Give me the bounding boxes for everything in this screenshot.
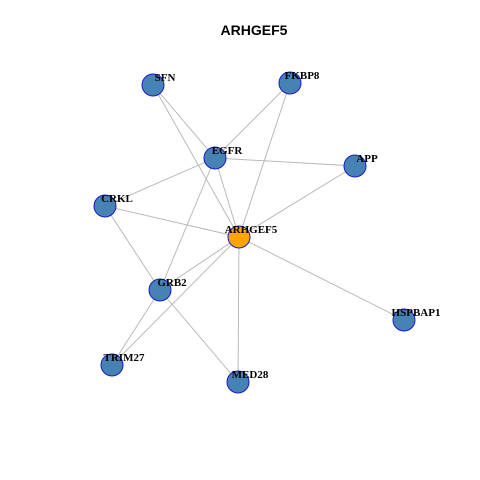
- node-arhgef5: [227, 225, 251, 249]
- node-label-trim27: TRIM27: [104, 352, 145, 364]
- node-label-app: APP: [356, 153, 378, 165]
- node-crkl: [93, 194, 117, 218]
- edge-crkl-grb2: [104, 205, 161, 291]
- edge-arhgef5-hspbap1: [238, 236, 405, 321]
- edge-fkbp8-arhgef5: [238, 82, 291, 238]
- graph-title: ARHGEF5: [221, 22, 288, 38]
- node-trim27: [100, 353, 124, 377]
- edge-sfn-egfr: [152, 84, 216, 159]
- edge-grb2-trim27: [111, 289, 161, 366]
- node-hspbap1: [392, 308, 416, 332]
- node-grb2: [148, 278, 172, 302]
- node-egfr: [203, 146, 227, 170]
- node-label-hspbap1: HSPBAP1: [392, 307, 441, 319]
- node-sfn: [141, 73, 165, 97]
- edge-egfr-crkl: [104, 157, 216, 207]
- node-label-med28: MED28: [232, 369, 269, 381]
- node-label-arhgef5: ARHGEF5: [225, 224, 278, 236]
- edge-egfr-grb2: [159, 157, 216, 291]
- node-label-sfn: SFN: [155, 72, 176, 84]
- edges-layer: [104, 82, 405, 383]
- node-label-egfr: EGFR: [212, 145, 244, 157]
- edge-arhgef5-grb2: [159, 236, 240, 291]
- node-label-fkbp8: FKBP8: [285, 70, 320, 82]
- edge-egfr-app: [214, 157, 356, 167]
- edge-egfr-arhgef5: [214, 157, 240, 238]
- node-label-crkl: CRKL: [101, 193, 133, 205]
- edge-app-arhgef5: [238, 165, 356, 238]
- node-label-grb2: GRB2: [157, 277, 187, 289]
- edge-sfn-arhgef5: [152, 84, 240, 238]
- node-fkbp8: [278, 71, 302, 95]
- node-app: [343, 154, 367, 178]
- edge-fkbp8-egfr: [214, 82, 291, 159]
- edge-grb2-med28: [159, 289, 239, 383]
- nodes-layer: [93, 71, 416, 394]
- edge-crkl-arhgef5: [104, 205, 240, 238]
- edge-arhgef5-trim27: [111, 236, 240, 366]
- edge-arhgef5-med28: [237, 236, 240, 383]
- node-med28: [226, 370, 250, 394]
